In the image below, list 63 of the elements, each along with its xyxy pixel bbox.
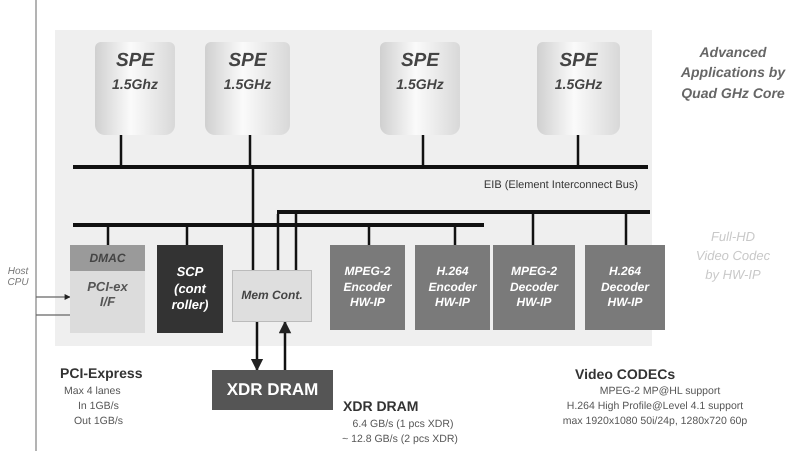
spec-text: H.264 High Profile@Level 4.1 support bbox=[566, 400, 744, 412]
frequency-label: 1.5GHz bbox=[224, 76, 272, 92]
side-caption: Advanced Applications by Quad GHz Core bbox=[680, 43, 787, 103]
bus-label: EIB (Element Interconnect Bus) bbox=[484, 179, 638, 191]
processor-label: SPE bbox=[559, 50, 598, 72]
connector-line bbox=[36, 314, 70, 316]
connector-line bbox=[106, 227, 110, 245]
processor-cylinder bbox=[380, 42, 460, 135]
connector-line bbox=[532, 214, 534, 245]
arrow bbox=[36, 294, 71, 300]
processor-label: SPE bbox=[400, 50, 440, 72]
codec-box bbox=[493, 245, 575, 330]
codec-box bbox=[585, 245, 665, 330]
connector-line bbox=[454, 227, 456, 245]
spec-text: max 1920x1080 50i/24p, 1280x720 60p bbox=[562, 415, 748, 427]
connector-line bbox=[624, 214, 628, 245]
connector-line bbox=[186, 227, 188, 245]
codec-box bbox=[330, 245, 405, 330]
section-heading: XDR DRAM bbox=[343, 398, 418, 414]
box-label: Mem Cont. bbox=[241, 288, 303, 304]
connector-line bbox=[294, 214, 298, 270]
connector-line bbox=[422, 135, 424, 165]
spec-text: In 1GB/s bbox=[78, 400, 119, 412]
connector-line bbox=[576, 135, 580, 165]
box-label: H.264 Decoder HW-IP bbox=[600, 264, 650, 311]
processor-label: SPE bbox=[116, 50, 154, 72]
interface-box bbox=[70, 245, 145, 333]
processor-cylinder bbox=[205, 42, 290, 135]
controller-box bbox=[157, 245, 223, 333]
frequency-label: 1.5GHz bbox=[396, 76, 444, 92]
connector-line bbox=[368, 227, 370, 245]
host-label: Host CPU bbox=[6, 266, 30, 288]
bus-bar bbox=[277, 210, 650, 214]
spec-text: 6.4 GB/s (1 pcs XDR) bbox=[352, 418, 454, 430]
spec-text: Max 4 lanes bbox=[64, 385, 121, 397]
dmac-header: DMAC bbox=[70, 245, 145, 271]
connector-line bbox=[252, 167, 254, 270]
box-label: MPEG-2 Encoder HW-IP bbox=[342, 264, 393, 311]
spec-text: Out 1GB/s bbox=[74, 415, 124, 427]
spec-text: ~ 12.8 GB/s (2 pcs XDR) bbox=[341, 433, 459, 445]
processor-cylinder bbox=[95, 42, 175, 135]
frequency-label: 1.5Ghz bbox=[112, 76, 158, 92]
arrow bbox=[278, 320, 292, 370]
arrow bbox=[250, 322, 264, 372]
processor-label: SPE bbox=[228, 50, 267, 72]
memory-box bbox=[212, 370, 333, 410]
box-label: H.264 Encoder HW-IP bbox=[427, 264, 478, 311]
bus-bar bbox=[73, 223, 484, 227]
memory-controller-box bbox=[232, 270, 312, 322]
processor-cylinder bbox=[537, 42, 620, 135]
section-heading: PCI-Express bbox=[60, 365, 142, 381]
box-label: XDR DRAM bbox=[226, 378, 318, 401]
connector-line bbox=[276, 214, 280, 270]
interface-label: PCI-ex I/F bbox=[86, 278, 129, 311]
section-heading: Video CODECs bbox=[575, 366, 676, 382]
frequency-label: 1.5GHz bbox=[554, 76, 602, 92]
connector-line bbox=[248, 135, 252, 165]
bus-bar bbox=[73, 165, 648, 191]
box-label: SCP (cont roller) bbox=[170, 264, 210, 314]
box-label: MPEG-2 Decoder HW-IP bbox=[508, 264, 560, 311]
codec-box bbox=[415, 245, 490, 330]
spec-text: MPEG-2 MP@HL support bbox=[598, 385, 722, 397]
connector-line bbox=[120, 135, 122, 165]
